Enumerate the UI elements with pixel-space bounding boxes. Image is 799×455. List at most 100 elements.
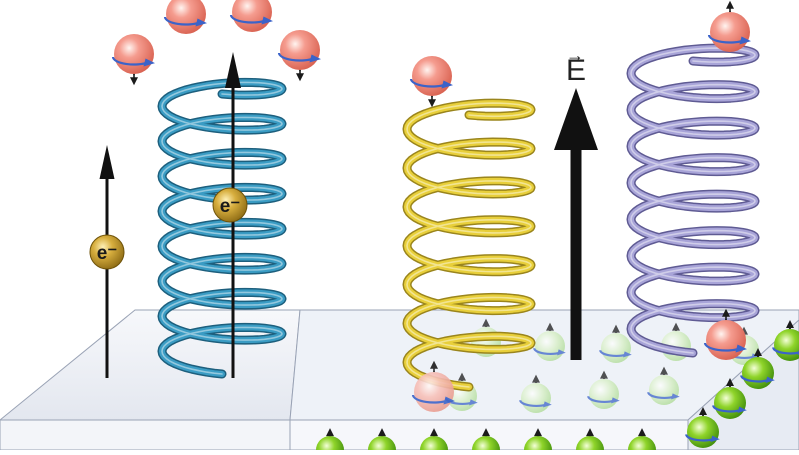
- spin-up-icon: [685, 407, 720, 448]
- spin-rotation-head: [737, 406, 747, 413]
- spin-particles: [111, 0, 751, 412]
- spin-arrow-head: [534, 428, 542, 437]
- spin-ball: [589, 379, 619, 409]
- electron-left: e⁻: [89, 234, 125, 270]
- spin-arrow-head: [726, 0, 734, 9]
- spin-arrow-head: [326, 428, 334, 437]
- arrow-head: [225, 52, 241, 88]
- arrow-electron-center: [225, 52, 241, 378]
- spin-up-icon: [519, 374, 552, 413]
- spin-rotation-head: [143, 58, 155, 67]
- field-label-text: E: [566, 54, 586, 87]
- helices: [157, 43, 760, 392]
- spin-rotation: [703, 342, 742, 352]
- spin-rotation-head: [309, 54, 321, 63]
- electron-icon: [212, 187, 248, 223]
- electron-icon: [89, 234, 125, 270]
- field-vector-marker: →: [566, 45, 584, 65]
- helix-highlight: [406, 102, 532, 388]
- helix-yellow: [402, 98, 536, 392]
- spin-ball: [521, 383, 551, 413]
- spin-ball: [714, 387, 746, 419]
- spin-rotation-head: [261, 16, 273, 25]
- spin-arrow-head: [699, 407, 707, 415]
- spin-ball: [114, 34, 154, 74]
- spin-up-icon: [647, 366, 680, 405]
- helix-highlight: [630, 47, 756, 354]
- spin-rotation: [229, 14, 268, 24]
- spin-arrow-head: [754, 348, 762, 356]
- helix-purple: [626, 43, 760, 358]
- spin-arrow-head: [726, 378, 734, 386]
- spin-rotation: [409, 78, 448, 88]
- spin-arrow-head: [482, 318, 490, 327]
- spin-ball: [601, 333, 631, 363]
- field-arrow-icon: [554, 88, 598, 360]
- spin-rotation-head: [710, 435, 720, 442]
- spin-arrow-head: [586, 428, 594, 437]
- spin-ball: [710, 12, 750, 52]
- arrow-head: [99, 145, 115, 179]
- spin-rotation-head: [469, 399, 478, 406]
- spin-arrow-head: [458, 372, 466, 381]
- spin-rotation: [411, 394, 450, 404]
- spin-up-icon: [772, 320, 799, 361]
- spin-up-icon: [599, 324, 632, 363]
- spin-arrow-head: [430, 360, 438, 369]
- spin-rotation-head: [543, 401, 552, 408]
- spin-up-icon: [740, 348, 775, 389]
- field-label: → E: [566, 45, 586, 87]
- helix-strand: [404, 100, 534, 390]
- spin-ball: [535, 331, 565, 361]
- spin-arrow-head: [378, 428, 386, 437]
- spin-arrow-head: [296, 73, 304, 82]
- spin-arrow-head: [482, 428, 490, 437]
- spin-up-icon: [163, 0, 207, 34]
- arrow-electron-left: [99, 145, 115, 378]
- spin-arrow-head: [428, 99, 436, 108]
- helix-highlight: [161, 81, 283, 375]
- spin-arrow-head: [546, 322, 554, 331]
- spin-arrow-head: [638, 428, 646, 437]
- spin-ball: [706, 320, 746, 360]
- spin-arrow-head: [672, 322, 680, 331]
- helix-blue: [157, 77, 287, 379]
- spin-arrow-head: [660, 366, 668, 375]
- electron-label: e⁻: [220, 196, 241, 217]
- spin-down-icon: [111, 34, 155, 86]
- substrate-platform: [0, 309, 799, 451]
- spin-ball: [166, 0, 206, 34]
- right-platform-side: [687, 319, 799, 451]
- spin-rotation-head: [195, 18, 207, 27]
- spin-rotation: [163, 16, 202, 26]
- spin-rotation: [707, 34, 746, 44]
- spin-arrow-head: [612, 324, 620, 333]
- spin-arrow-head: [532, 374, 540, 383]
- spin-rotation-head: [611, 397, 620, 404]
- arrow-head: [554, 88, 598, 150]
- arrows: [99, 52, 598, 378]
- helix-strand: [159, 79, 285, 377]
- spin-rotation-head: [623, 351, 632, 358]
- spin-down-icon: [409, 56, 453, 108]
- helix-strand: [628, 45, 758, 356]
- spin-ball: [414, 372, 454, 412]
- spin-up-icon: [587, 370, 620, 409]
- left-platform-front: [0, 419, 291, 451]
- spin-up-icon: [703, 308, 747, 360]
- spin-up-icon: [533, 322, 566, 361]
- spin-ball: [232, 0, 272, 32]
- electron-center: e⁻: [212, 187, 248, 223]
- spin-arrow-head: [600, 370, 608, 379]
- spin-up-icon: [411, 360, 455, 412]
- spin-arrow-head: [786, 320, 794, 328]
- spin-rotation-head: [735, 344, 747, 353]
- spin-ball: [649, 375, 679, 405]
- spin-rotation-head: [765, 376, 775, 383]
- spin-ball: [742, 357, 774, 389]
- spin-rotation-head: [739, 36, 751, 45]
- spin-ball: [412, 56, 452, 96]
- spin-rotation-head: [671, 393, 680, 400]
